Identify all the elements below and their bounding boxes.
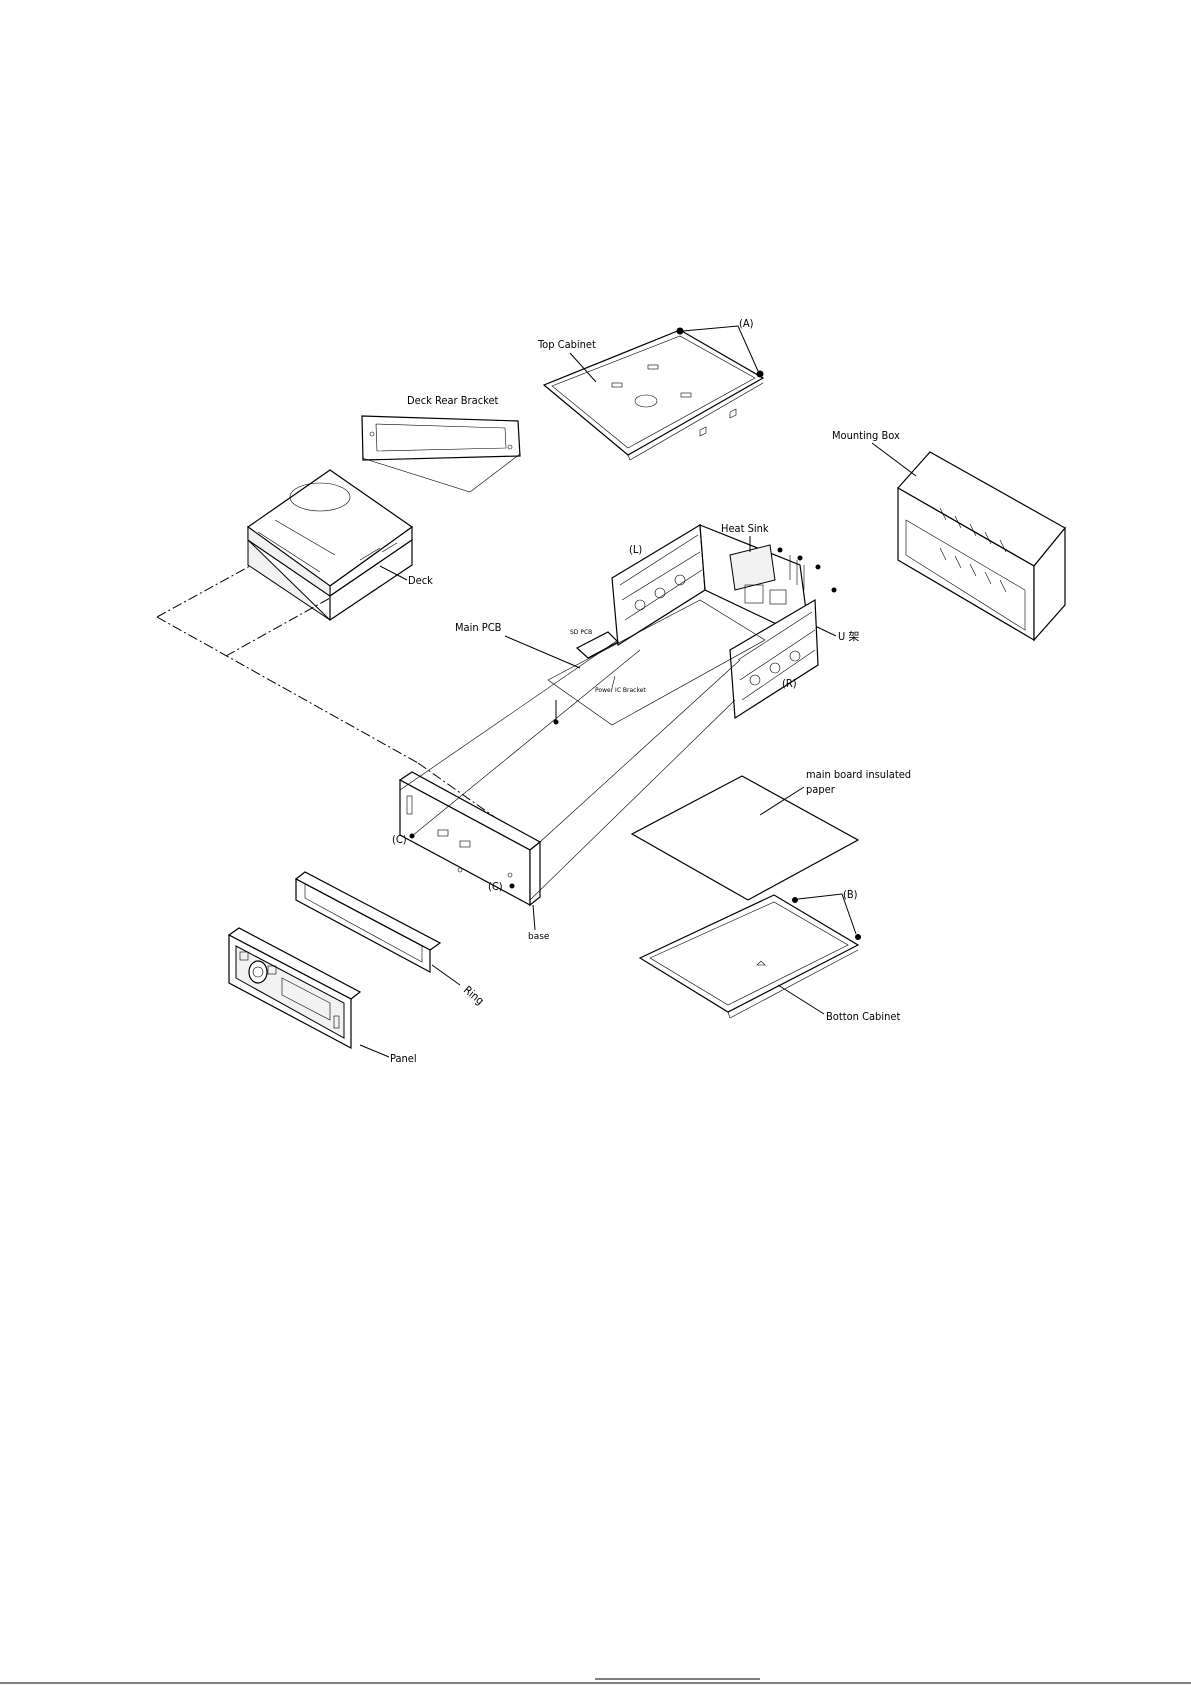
label-insulated-paper-1: main board insulated [806, 768, 911, 781]
label-heat-sink: Heat Sink [721, 522, 769, 535]
screw-heatsink-4-icon [832, 588, 837, 593]
label-bracket-r: (R) [782, 677, 797, 690]
label-sd-pcb: SD PCB [570, 629, 592, 636]
label-base: base [528, 932, 550, 942]
main-pcb: Main PCB SD PCB Power IC Bracket [455, 600, 765, 725]
screw-a1-icon [677, 328, 684, 335]
label-top-cabinet: Top Cabinet [537, 338, 596, 351]
screw-b2-icon [855, 934, 861, 940]
deck: Deck [248, 470, 433, 620]
screw-heatsink-2-icon [798, 556, 803, 561]
label-deck-rear-bracket: Deck Rear Bracket [407, 394, 499, 407]
label-ring: Ring [461, 983, 486, 1007]
top-cabinet: (A) Top Cabinet [537, 317, 764, 460]
label-screw-c1: (C) [392, 833, 407, 846]
label-screw-b: (B) [843, 888, 858, 901]
screw-heatsink-1-icon [778, 548, 783, 553]
label-u-bracket: U 架 [838, 630, 859, 643]
screw-a2-icon [757, 371, 764, 378]
label-panel: Panel [390, 1052, 417, 1065]
screw-heatsink-3-icon [816, 565, 821, 570]
label-power-ic-bracket: Power IC Bracket [595, 687, 646, 694]
label-insulated-paper-2: paper [806, 783, 836, 796]
footer-rule [0, 1679, 1191, 1683]
bottom-cabinet: (B) Botton Cabinet [640, 888, 900, 1023]
label-screw-c2: (C) [488, 880, 503, 893]
label-mounting-box: Mounting Box [832, 429, 900, 442]
screw-b1-icon [792, 897, 798, 903]
mounting-box: Mounting Box [832, 429, 1065, 640]
insulated-paper: main board insulated paper [632, 768, 911, 900]
base-chassis: (C) (C) base [392, 772, 550, 942]
label-deck: Deck [408, 574, 433, 587]
label-screw-a: (A) [739, 317, 754, 330]
label-main-pcb: Main PCB [455, 621, 502, 634]
deck-rear-bracket: Deck Rear Bracket [362, 394, 520, 492]
screw-c2-icon [510, 884, 515, 889]
label-bottom-cabinet: Botton Cabinet [826, 1010, 900, 1023]
label-bracket-l: (L) [629, 543, 642, 556]
